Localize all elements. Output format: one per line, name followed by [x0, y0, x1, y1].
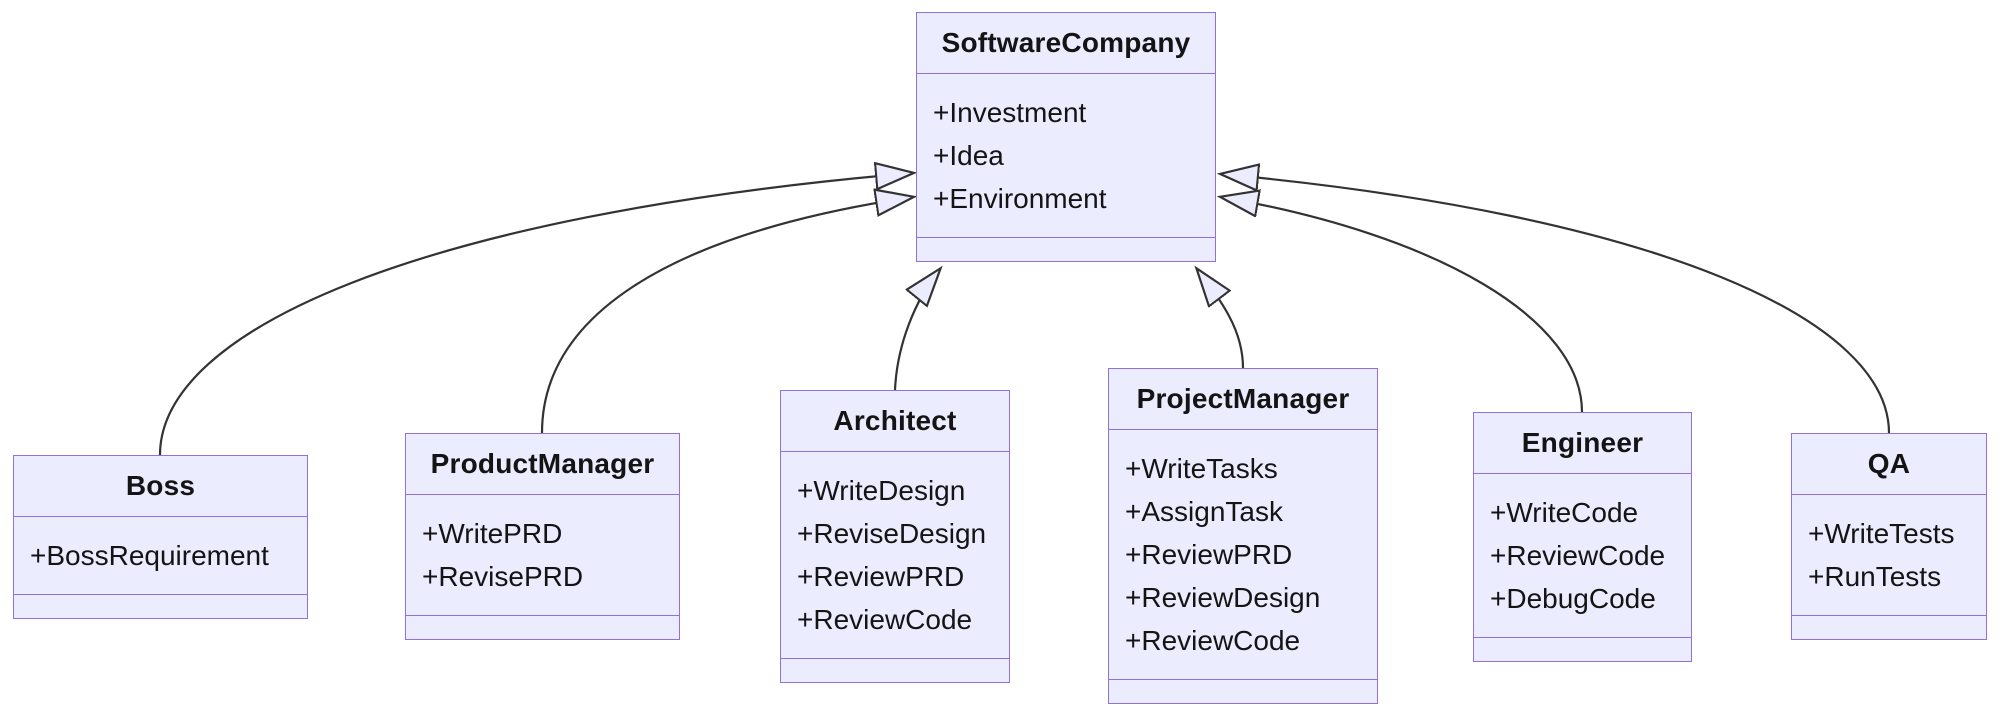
class-member: +AssignTask — [1125, 496, 1283, 527]
class-methods-empty-section — [1792, 615, 1986, 639]
class-member: +WriteTasks — [1125, 453, 1278, 484]
edge-boss-to-softwarecompany — [158, 173, 913, 456]
class-node-productmanager: ProductManager +WritePRD +RevisePRD — [405, 433, 680, 640]
class-member: +ReviewDesign — [1125, 582, 1321, 613]
class-member: +ReviewCode — [797, 604, 973, 635]
class-member: +WriteDesign — [797, 475, 966, 506]
class-title: Boss — [14, 456, 307, 517]
class-member: +RunTests — [1808, 561, 1942, 592]
class-members: +Investment +Idea +Environment — [917, 74, 1215, 237]
edge-architect-to-softwarecompany — [893, 269, 940, 391]
class-title: SoftwareCompany — [917, 13, 1215, 74]
class-title: Architect — [781, 391, 1009, 452]
class-member: +ReviewPRD — [1125, 539, 1293, 570]
class-member: +ReviseDesign — [797, 518, 987, 549]
class-member: +ReviewCode — [1490, 540, 1666, 571]
class-title: ProductManager — [406, 434, 679, 495]
class-title: Engineer — [1474, 413, 1691, 474]
class-node-boss: Boss +BossRequirement — [13, 455, 308, 619]
class-methods-empty-section — [917, 237, 1215, 261]
edge-qa-to-softwarecompany — [1221, 174, 1891, 434]
class-members: +WriteCode +ReviewCode +DebugCode — [1474, 474, 1691, 637]
class-member: +ReviewPRD — [797, 561, 965, 592]
class-member: +RevisePRD — [422, 561, 584, 592]
class-methods-empty-section — [781, 658, 1009, 682]
class-methods-empty-section — [1474, 637, 1691, 661]
class-node-projectmanager: ProjectManager +WriteTasks +AssignTask +… — [1108, 368, 1378, 704]
class-node-softwarecompany: SoftwareCompany +Investment +Idea +Envir… — [916, 12, 1216, 262]
class-member: +Investment — [933, 97, 1087, 128]
class-methods-empty-section — [14, 594, 307, 618]
class-methods-empty-section — [406, 615, 679, 639]
class-member: +ReviewCode — [1125, 625, 1301, 656]
class-member: +WriteCode — [1490, 497, 1639, 528]
class-methods-empty-section — [1109, 679, 1377, 703]
class-node-architect: Architect +WriteDesign +ReviseDesign +Re… — [780, 390, 1010, 683]
class-members: +WritePRD +RevisePRD — [406, 495, 679, 615]
class-members: +WriteTasks +AssignTask +ReviewPRD +Revi… — [1109, 430, 1377, 679]
class-member: +WriteTests — [1808, 518, 1955, 549]
edge-projectmanager-to-softwarecompany — [1197, 269, 1245, 369]
class-members: +WriteTests +RunTests — [1792, 495, 1986, 615]
class-title: QA — [1792, 434, 1986, 495]
class-title: ProjectManager — [1109, 369, 1377, 430]
class-members: +WriteDesign +ReviseDesign +ReviewPRD +R… — [781, 452, 1009, 658]
class-member: +DebugCode — [1490, 583, 1656, 614]
edge-engineer-to-softwarecompany — [1221, 197, 1584, 413]
class-member: +BossRequirement — [30, 540, 269, 571]
class-node-engineer: Engineer +WriteCode +ReviewCode +DebugCo… — [1473, 412, 1692, 662]
class-member: +Environment — [933, 183, 1107, 214]
edge-productmanager-to-softwarecompany — [540, 197, 913, 434]
class-member: +WritePRD — [422, 518, 563, 549]
class-member: +Idea — [933, 140, 1004, 171]
class-members: +BossRequirement — [14, 517, 307, 594]
class-node-qa: QA +WriteTests +RunTests — [1791, 433, 1987, 640]
